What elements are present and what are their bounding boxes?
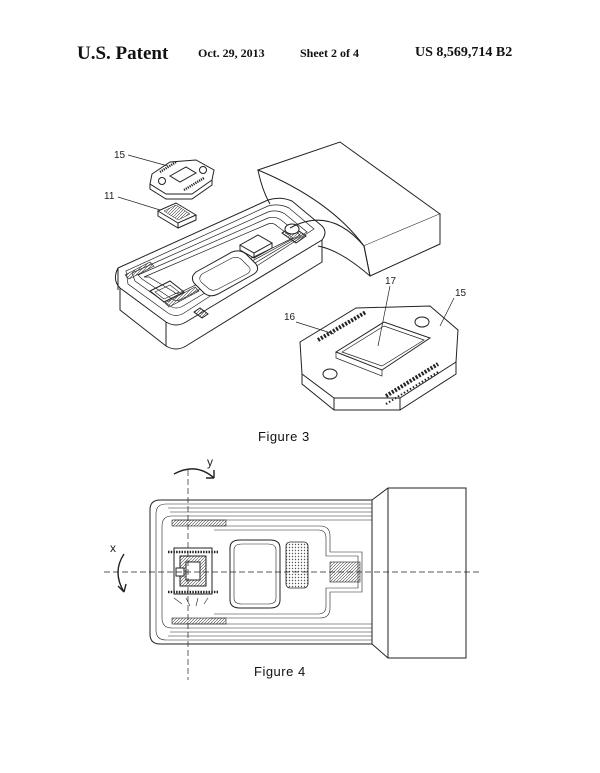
figure-4-caption: Figure 4 xyxy=(254,664,306,679)
dotted-cylinder xyxy=(285,541,309,589)
pad-rows xyxy=(171,519,361,625)
chip-assembly xyxy=(168,547,218,607)
axis-x-label: x xyxy=(110,541,116,555)
plate-pads xyxy=(124,261,200,308)
component-15-small xyxy=(149,159,215,200)
header-sheet: Sheet 2 of 4 xyxy=(300,46,359,60)
figure-3-drawing xyxy=(114,141,459,411)
label-16: 16 xyxy=(284,312,296,323)
chip-recess xyxy=(149,280,185,303)
axis-y-label: y xyxy=(207,455,213,469)
figure-3-leaders xyxy=(117,154,455,347)
label-15-small: 15 xyxy=(114,150,126,161)
header-date: Oct. 29, 2013 xyxy=(198,46,265,60)
label-17: 17 xyxy=(385,276,397,287)
component-15-large xyxy=(299,305,459,411)
header-title: U.S. Patent xyxy=(77,43,169,64)
connector-handle xyxy=(256,141,442,277)
figure-3-caption: Figure 3 xyxy=(258,429,310,444)
rotation-arrows xyxy=(117,468,215,593)
chip-11 xyxy=(156,202,198,229)
figure-4-drawing xyxy=(104,468,480,680)
label-15-large: 15 xyxy=(455,288,467,299)
axis-lines xyxy=(104,470,480,680)
patent-header: U.S. Patent Oct. 29, 2013 Sheet 2 of 4 U… xyxy=(0,43,600,68)
sensor-window xyxy=(229,539,281,609)
connector-block-top-view xyxy=(371,487,467,659)
label-11: 11 xyxy=(104,191,115,202)
header-patent-number: US 8,569,714 B2 xyxy=(415,45,513,60)
cylinder-screw xyxy=(193,223,307,319)
